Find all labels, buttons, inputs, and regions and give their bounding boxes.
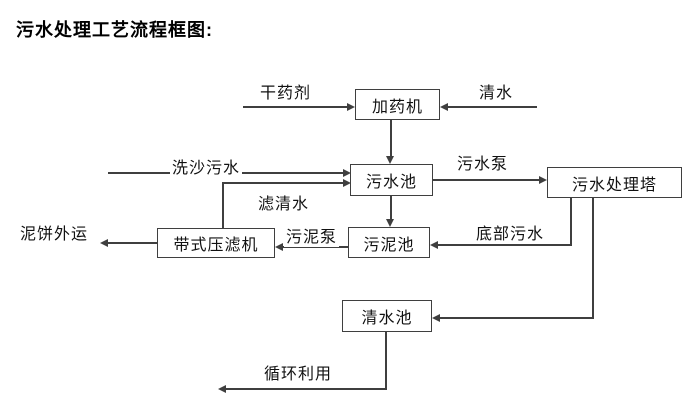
node-sewage-pool: 污水池: [350, 164, 433, 196]
edge-label-filtered-water: 滤清水: [256, 190, 312, 214]
node-belt-filter-press: 带式压滤机: [157, 228, 275, 258]
edge-dosing-to-sewage-line: [390, 120, 392, 157]
node-clean-water-pool: 清水池: [342, 300, 432, 332]
edge-filtered-water-vline: [222, 182, 224, 228]
edge-label-sand-sewage: 洗沙污水: [170, 154, 243, 178]
edge-mud-cake-line: [108, 242, 157, 244]
edge-label-clean-water: 清水: [477, 79, 516, 103]
node-dosing-machine: 加药机: [355, 89, 440, 120]
arrowhead-right-icon: [343, 179, 351, 187]
edge-clean-water-line: [448, 106, 537, 108]
edge-label-sludge-pump: 污泥泵: [284, 223, 340, 247]
arrowhead-left-icon: [275, 243, 283, 251]
edge-label-mud-cake: 泥饼外运: [18, 220, 91, 244]
edge-filtered-water-line: [222, 182, 343, 184]
arrowhead-left-icon: [218, 385, 226, 393]
edge-label-recycle: 循环利用: [262, 360, 335, 384]
arrowhead-left-icon: [100, 239, 108, 247]
arrowhead-left-icon: [432, 314, 440, 322]
arrowhead-left-icon: [430, 241, 438, 249]
edge-label-sewage-pump: 污水泵: [455, 150, 511, 174]
edge-bottom-sewage-vline: [570, 198, 572, 246]
edge-label-bottom-sewage: 底部污水: [474, 220, 547, 244]
edge-bottom-sewage-line: [438, 244, 572, 246]
arrowhead-down-icon: [386, 156, 394, 164]
edge-recycle-vline: [385, 332, 387, 390]
edge-sewage-pump-line: [433, 179, 539, 181]
edge-tower-to-clean-line: [440, 317, 594, 319]
node-sludge-pool: 污泥池: [348, 227, 430, 258]
edge-sewage-to-sludge-line: [390, 196, 392, 220]
arrowhead-down-icon: [386, 219, 394, 227]
diagram-title: 污水处理工艺流程框图:: [16, 20, 213, 40]
arrowhead-right-icon: [343, 169, 351, 177]
edge-sludge-pump-line: [283, 246, 348, 248]
arrowhead-right-icon: [539, 176, 547, 184]
edge-recycle-line: [226, 388, 387, 390]
edge-dry-chemical-line: [243, 106, 347, 108]
edge-label-dry-chemical: 干药剂: [258, 79, 314, 103]
edge-tower-to-clean-vline: [592, 198, 594, 319]
arrowhead-left-icon: [440, 103, 448, 111]
arrowhead-right-icon: [347, 103, 355, 111]
node-treatment-tower: 污水处理塔: [547, 167, 682, 198]
